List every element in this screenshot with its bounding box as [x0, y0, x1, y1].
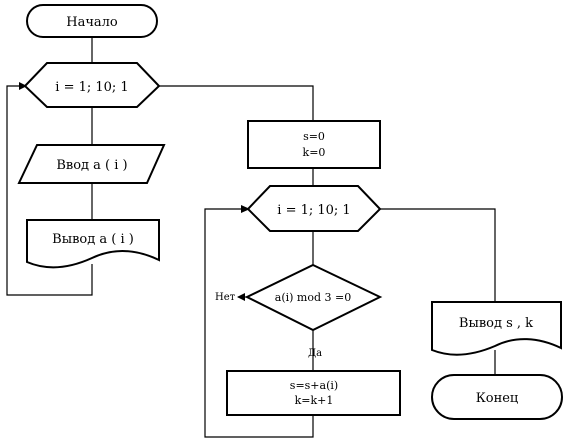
condition-no-label: Нет	[215, 292, 236, 303]
inner-loop-label: i = 1; 10; 1	[277, 203, 350, 218]
output-a-label: Вывод a ( i )	[52, 232, 134, 247]
input-parallelogram: Ввод a ( i )	[17, 144, 166, 184]
connector-outer-loop-exit	[159, 85, 314, 121]
output-sk-label: Вывод s , k	[459, 316, 533, 331]
init-process: s=0 k=0	[247, 120, 381, 169]
inner-loop-hexagon: i = 1; 10; 1	[246, 185, 382, 232]
input-label: Ввод a ( i )	[56, 158, 127, 173]
connector-inner-loop-back	[204, 208, 314, 438]
outer-loop-hexagon: i = 1; 10; 1	[23, 62, 161, 108]
end-label: Конец	[476, 391, 519, 406]
connector-inner-loop-exit	[380, 208, 496, 302]
condition-yes-label: Да	[308, 348, 322, 359]
outer-loop-label: i = 1; 10; 1	[55, 80, 128, 95]
condition-label: a(i) mod 3 =0	[275, 291, 351, 304]
accumulate-line-1: s=s+a(i)	[290, 379, 338, 392]
output-sk-document: Вывод s , k	[431, 301, 562, 356]
accumulate-line-2: k=k+1	[295, 394, 334, 407]
arrowhead-condition-no	[237, 293, 245, 301]
accumulate-process: s=s+a(i) k=k+1	[226, 370, 401, 416]
init-line-1: s=0	[303, 130, 325, 143]
arrowhead-outer-loop-entry	[19, 82, 27, 90]
end-terminator: Конец	[431, 374, 563, 420]
arrowhead-inner-loop-entry	[241, 205, 250, 213]
connector-outer-loop-back	[6, 85, 93, 296]
init-line-2: k=0	[303, 146, 326, 159]
condition-diamond: a(i) mod 3 =0	[244, 263, 383, 332]
connectors	[6, 37, 496, 438]
start-terminator: Начало	[26, 4, 158, 38]
output-a-document: Вывод a ( i )	[26, 219, 160, 269]
start-label: Начало	[66, 15, 118, 30]
